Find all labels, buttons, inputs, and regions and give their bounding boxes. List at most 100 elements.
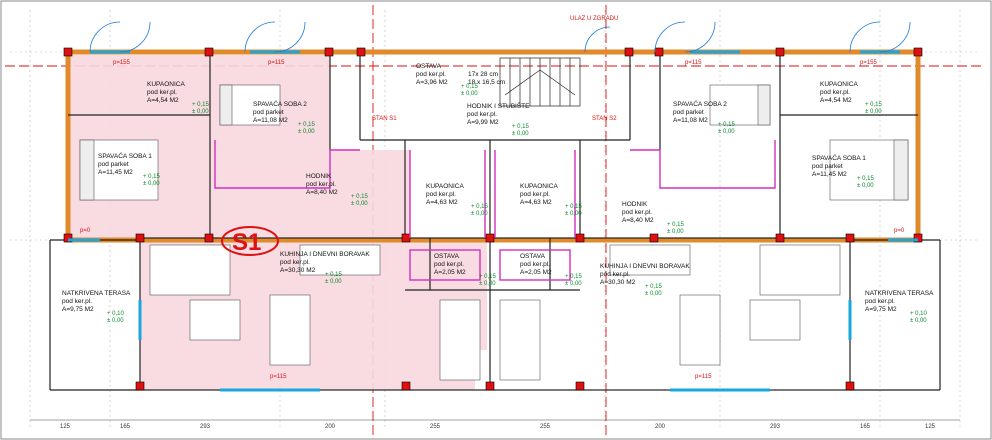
svg-text:p=115: p=115	[685, 60, 702, 66]
svg-text:293: 293	[770, 424, 781, 430]
room-name: HODNIK	[306, 173, 332, 180]
room-floor: pod ker.pl.	[520, 191, 550, 198]
level-marker: + 0,15	[192, 102, 210, 108]
room-floor: pod ker.pl.	[434, 261, 464, 268]
room-area: A=9,75 M2	[62, 306, 94, 313]
room-floor: pod ker.pl.	[416, 71, 446, 78]
svg-text:STAN S2: STAN S2	[592, 116, 617, 122]
level-zero: ± 0,00	[351, 201, 368, 207]
room-area: A=4,54 M2	[820, 97, 852, 104]
room-name: KUPAONICA	[147, 81, 185, 88]
svg-text:165: 165	[120, 424, 131, 430]
level-marker: + 0,15	[512, 124, 530, 130]
level-zero: ± 0,00	[910, 318, 927, 324]
room-name: KUPAONICA	[820, 81, 858, 88]
windows	[68, 50, 918, 392]
entrance-label: ULAZ U ZGRADU	[570, 16, 618, 22]
room-name: OSTAVA	[520, 253, 546, 260]
level-marker: + 0,10	[107, 311, 125, 317]
level-marker: + 0,15	[718, 122, 736, 128]
level-zero: ± 0,00	[471, 211, 488, 217]
room-area: A=2,05 M2	[434, 269, 466, 276]
svg-text:ULAZ U ZGRADU: ULAZ U ZGRADU	[570, 16, 618, 22]
level-marker: + 0,15	[645, 284, 663, 290]
level-zero: ± 0,00	[645, 291, 662, 297]
room-name: SPAVAĆA SOBA 1	[812, 153, 866, 162]
level-marker: + 0,10	[910, 311, 928, 317]
level-marker: + 0,15	[565, 274, 583, 280]
room-area: A=30,30 M2	[280, 267, 316, 274]
room-area: A=4,63 M2	[520, 199, 552, 206]
room-area: A=3,96 M2	[416, 79, 448, 86]
level-zero: ± 0,00	[565, 211, 582, 217]
svg-text:293: 293	[200, 424, 211, 430]
svg-text:p=115: p=115	[270, 374, 287, 380]
room-floor: pod ker.pl.	[306, 181, 336, 188]
level-zero: ± 0,00	[143, 181, 160, 187]
room-area: A=2,05 M2	[520, 269, 552, 276]
svg-text:p=155: p=155	[860, 60, 878, 66]
level-marker: + 0,15	[143, 174, 161, 180]
room-floor: pod ker.pl.	[280, 259, 310, 266]
level-marker: + 0,15	[857, 176, 875, 182]
stan-markers: STAN S1 STAN S2	[372, 116, 617, 122]
room-floor: pod parket	[673, 109, 704, 116]
room-floor: pod ker.pl.	[147, 89, 177, 96]
svg-text:17x 28 cm: 17x 28 cm	[468, 71, 498, 78]
apartment-label-s1: S1	[221, 226, 279, 256]
level-zero: ± 0,00	[107, 318, 124, 324]
level-zero: ± 0,00	[512, 131, 529, 137]
room-name: KUHINJA I DNEVNI BORAVAK	[280, 251, 370, 258]
level-marker: + 0,15	[351, 194, 369, 200]
door-swings	[89, 21, 911, 53]
room-name: SPAVAĆA SOBA 1	[98, 151, 152, 160]
room-floor: pod ker.pl.	[426, 191, 456, 198]
room-name: SPAVAĆA SOBA 2	[253, 99, 307, 108]
room-floor: pod ker.pl.	[865, 298, 895, 305]
svg-text:p=155: p=155	[113, 60, 131, 66]
svg-text:255: 255	[430, 424, 441, 430]
svg-text:p=0: p=0	[894, 228, 905, 234]
room-name: OSTAVA	[416, 63, 442, 70]
room-floor: pod ker.pl.	[520, 261, 550, 268]
level-marker: + 0,15	[865, 102, 883, 108]
level-zero: ± 0,00	[865, 109, 882, 115]
room-name: KUHINJA I DNEVNI BORAVAK	[600, 263, 690, 270]
staircase	[499, 57, 581, 107]
level-zero: ± 0,00	[325, 279, 342, 285]
level-marker: + 0,15	[325, 272, 343, 278]
level-marker: + 0,15	[479, 274, 497, 280]
room-name: KUPAONICA	[426, 183, 464, 190]
columns	[63, 47, 923, 391]
room-area: A=8,40 M2	[306, 189, 338, 196]
level-zero: ± 0,00	[667, 229, 684, 235]
level-marker: + 0,15	[471, 204, 489, 210]
level-marker: + 0,15	[667, 222, 685, 228]
room-name: SPAVAĆA SOBA 2	[673, 99, 727, 108]
svg-text:255: 255	[540, 424, 551, 430]
room-area: A=4,63 M2	[426, 199, 458, 206]
room-name: NATKRIVENA TERASA	[62, 290, 131, 297]
svg-text:125: 125	[60, 424, 71, 430]
room-floor: pod ker.pl.	[622, 209, 652, 216]
level-zero: ± 0,00	[718, 129, 735, 135]
level-marker: + 0,15	[298, 122, 316, 128]
svg-text:200: 200	[655, 424, 666, 430]
room-area: A=8,40 M2	[622, 217, 654, 224]
room-area: A=11,08 M2	[673, 117, 708, 124]
room-floor: pod ker.pl.	[467, 111, 497, 118]
